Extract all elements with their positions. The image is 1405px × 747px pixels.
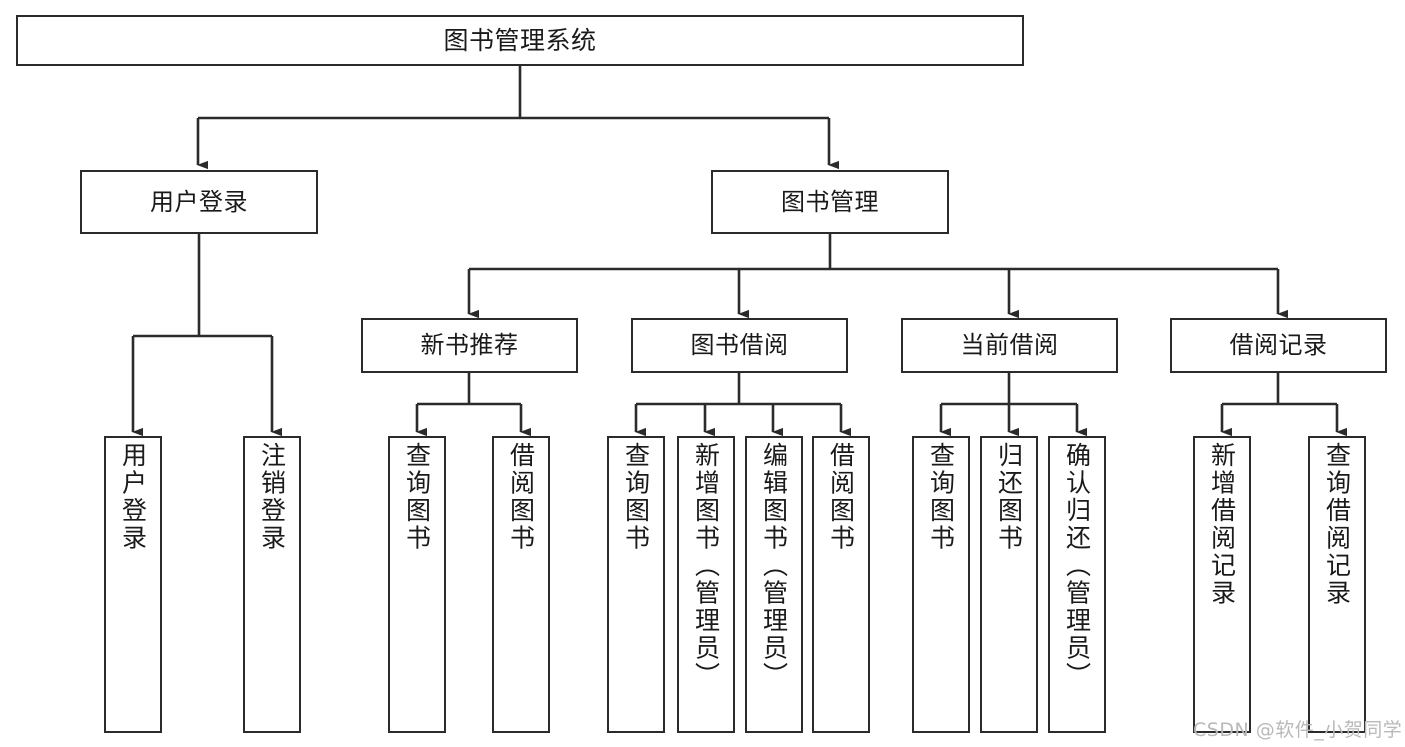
leaf-label: 新增图书（管理员） (691, 442, 721, 690)
node-current-borrow-label: 当前借阅 (960, 331, 1059, 360)
leaf-book-borrow-add[interactable]: 新增图书（管理员） (677, 436, 735, 733)
leaf-label: 借阅图书 (826, 442, 856, 552)
node-book-borrow-label: 图书借阅 (690, 331, 789, 360)
leaf-label: 查询借阅记录 (1322, 442, 1352, 607)
leaf-user-login-login[interactable]: 用户登录 (104, 436, 162, 733)
leaf-label: 注销登录 (257, 442, 287, 552)
leaf-new-book-borrow[interactable]: 借阅图书 (492, 436, 550, 733)
leaf-user-login-logout[interactable]: 注销登录 (243, 436, 301, 733)
node-user-login-label: 用户登录 (150, 187, 248, 216)
leaf-book-borrow-edit[interactable]: 编辑图书（管理员） (745, 436, 803, 733)
leaf-label: 新增借阅记录 (1207, 442, 1237, 607)
leaf-label: 查询图书 (621, 442, 651, 552)
node-book-borrow[interactable]: 图书借阅 (631, 318, 848, 373)
watermark: CSDN @软件_小贺同学 (1193, 719, 1403, 741)
node-root[interactable]: 图书管理系统 (16, 15, 1024, 66)
leaf-label: 编辑图书（管理员） (759, 442, 789, 690)
node-root-label: 图书管理系统 (443, 25, 597, 55)
leaf-new-book-query[interactable]: 查询图书 (388, 436, 446, 733)
leaf-label: 查询图书 (402, 442, 432, 552)
leaf-book-borrow-query[interactable]: 查询图书 (607, 436, 665, 733)
leaf-current-borrow-query[interactable]: 查询图书 (912, 436, 970, 733)
node-book-management[interactable]: 图书管理 (711, 170, 949, 234)
leaf-label: 确认归还（管理员） (1062, 442, 1092, 690)
node-current-borrow[interactable]: 当前借阅 (901, 318, 1118, 373)
node-user-login[interactable]: 用户登录 (80, 170, 318, 234)
leaf-current-borrow-confirm[interactable]: 确认归还（管理员） (1048, 436, 1106, 733)
node-new-book-recommend[interactable]: 新书推荐 (361, 318, 578, 373)
leaf-current-borrow-return[interactable]: 归还图书 (980, 436, 1038, 733)
node-new-book-recommend-label: 新书推荐 (420, 331, 519, 360)
leaf-label: 归还图书 (994, 442, 1024, 552)
leaf-borrow-record-query[interactable]: 查询借阅记录 (1308, 436, 1366, 733)
leaf-book-borrow-borrow[interactable]: 借阅图书 (812, 436, 870, 733)
leaf-label: 借阅图书 (506, 442, 536, 552)
leaf-borrow-record-add[interactable]: 新增借阅记录 (1193, 436, 1251, 733)
node-borrow-record[interactable]: 借阅记录 (1170, 318, 1387, 373)
node-borrow-record-label: 借阅记录 (1229, 331, 1328, 360)
leaf-label: 用户登录 (118, 442, 148, 552)
leaf-label: 查询图书 (926, 442, 956, 552)
node-book-management-label: 图书管理 (781, 187, 879, 216)
